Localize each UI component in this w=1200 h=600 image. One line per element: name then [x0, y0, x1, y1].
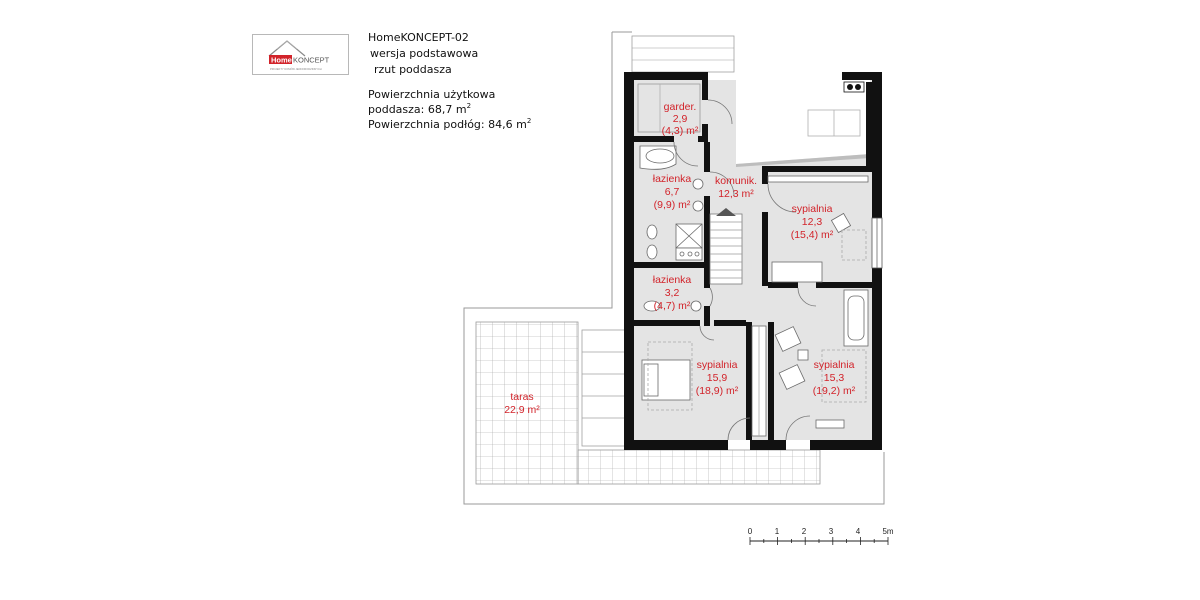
room-taras-area: 22,9 m² [504, 404, 540, 416]
area-summary: Powierzchnia użytkowa poddasza: 68,7 m2 … [368, 87, 531, 132]
room-lazienka2-name: łazienka [653, 274, 692, 286]
house-logo-icon: Home KONCEPT PROJEKTY DOMÓW JEDNORODZINN… [268, 40, 330, 71]
door-swings [673, 99, 817, 441]
scale-tick-1: 1 [775, 527, 780, 536]
company-logo: Home KONCEPT PROJEKTY DOMÓW JEDNORODZINN… [252, 34, 349, 75]
scale-tick-4: 4 [856, 527, 861, 536]
plan-type: rzut poddasza [374, 63, 452, 76]
scale-tick-3: 3 [829, 527, 834, 536]
project-name: HomeKONCEPT-02 [368, 31, 469, 44]
room-garderoba-floor: (4,3) m² [662, 125, 699, 137]
room-labels: garder. 2,9 (4,3) m² łazienka 6,7 (9,9) … [504, 101, 856, 416]
attic-area-value: poddasza: 68,7 m [368, 103, 467, 116]
room-sypialnia1-area: 12,3 [802, 216, 823, 228]
terrace-tiles-left [475, 321, 579, 485]
room-lazienka2-area: 3,2 [665, 287, 680, 299]
room-sypialnia1-name: sypialnia [792, 203, 833, 215]
room-lazienka1-area: 6,7 [665, 186, 680, 198]
logo-home-text: Home [271, 56, 292, 65]
project-header: HomeKONCEPT-02 wersja podstawowa rzut po… [368, 30, 478, 78]
logo-koncept-text: KONCEPT [293, 56, 330, 65]
room-lazienka2-floor: (4,7) m² [654, 300, 691, 312]
floor-area-unit: 2 [526, 117, 532, 125]
terrace-outline [463, 31, 885, 505]
room-sypialnia2-name: sypialnia [697, 359, 738, 371]
floor-area-value: Powierzchnia podłóg: 84,6 m [368, 118, 527, 131]
interior-walls [634, 80, 872, 440]
room-garderoba-area: 2,9 [673, 113, 688, 125]
attic-area-row: poddasza: 68,7 m2 [368, 102, 531, 117]
logo-tagline: PROJEKTY DOMÓW JEDNORODZINNYCH [270, 66, 322, 71]
room-garderoba-name: garder. [664, 101, 697, 113]
scale-tick-5: 5m [882, 527, 893, 536]
room-sypialnia2-floor: (18,9) m² [696, 385, 739, 397]
room-sypialnia3-floor: (19,2) m² [813, 385, 856, 397]
room-sypialnia3-name: sypialnia [814, 359, 855, 371]
scale-bar: 0 1 2 3 4 5m [748, 527, 894, 545]
room-lazienka1-name: łazienka [653, 173, 692, 185]
room-sypialnia1-floor: (15,4) m² [791, 229, 834, 241]
fixtures [637, 81, 883, 437]
room-sypialnia3-area: 15,3 [824, 372, 845, 384]
project-version: wersja podstawowa [370, 47, 479, 60]
attic-area-unit: 2 [466, 102, 472, 110]
room-lazienka1-floor: (9,9) m² [654, 199, 691, 211]
scale-tick-2: 2 [802, 527, 807, 536]
room-komunikacja-area: 12,3 m² [718, 188, 754, 200]
room-taras-name: taras [510, 391, 533, 403]
terrace-tiles-bottom [577, 449, 821, 485]
scale-tick-0: 0 [748, 527, 753, 536]
floor-area-row: Powierzchnia podłóg: 84,6 m2 [368, 117, 531, 132]
room-komunikacja-name: komunik. [715, 175, 757, 187]
outer-walls [624, 72, 882, 450]
usable-area-title: Powierzchnia użytkowa [368, 88, 496, 101]
room-sypialnia2-area: 15,9 [707, 372, 728, 384]
